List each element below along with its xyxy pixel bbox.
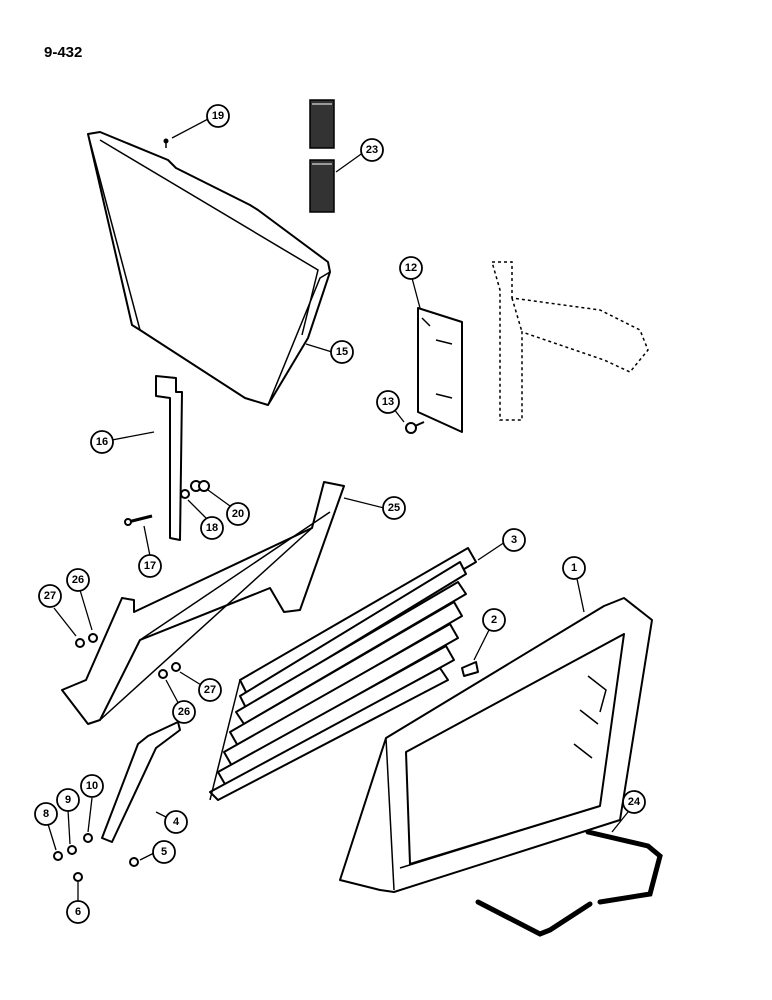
callout-26-left: 26 — [66, 568, 90, 592]
svg-text:24: 24 — [628, 796, 641, 808]
svg-text:2: 2 — [491, 614, 497, 626]
screw-19 — [163, 138, 169, 148]
page-number: 9-432 — [44, 44, 83, 61]
svg-text:27: 27 — [44, 590, 56, 602]
callout-1: 1 — [562, 556, 586, 580]
washer-26-left — [88, 633, 98, 643]
svg-text:1: 1 — [571, 562, 577, 574]
callout-3: 3 — [502, 528, 526, 552]
svg-text:10: 10 — [86, 780, 98, 792]
support-bar-16 — [155, 375, 183, 541]
svg-text:4: 4 — [173, 816, 180, 828]
svg-text:19: 19 — [212, 110, 224, 122]
svg-text:9: 9 — [65, 794, 71, 806]
bracket-4 — [101, 721, 181, 843]
callout-27-left: 27 — [38, 584, 62, 608]
svg-text:26: 26 — [178, 706, 190, 718]
foam-strip-set — [309, 99, 335, 213]
svg-text:12: 12 — [405, 262, 417, 274]
svg-text:26: 26 — [72, 574, 84, 586]
callout-25: 25 — [382, 496, 406, 520]
svg-text:16: 16 — [96, 436, 108, 448]
callout-12: 12 — [399, 256, 423, 280]
callout-17: 17 — [138, 554, 162, 578]
callout-19: 19 — [206, 104, 230, 128]
callout-23: 23 — [360, 138, 384, 162]
bolt-8 — [53, 851, 63, 861]
nut-6 — [73, 872, 83, 882]
callout-8: 8 — [34, 802, 58, 826]
svg-text:23: 23 — [366, 144, 378, 156]
seal-24 — [475, 829, 663, 937]
svg-text:20: 20 — [232, 508, 244, 520]
callout-10: 10 — [80, 774, 104, 798]
callout-6: 6 — [66, 900, 90, 924]
callout-2: 2 — [482, 608, 506, 632]
bolt-17 — [124, 514, 153, 526]
svg-text:15: 15 — [336, 346, 348, 358]
plate-12 — [417, 307, 463, 433]
washer-20 — [190, 480, 210, 492]
washer-10 — [83, 833, 93, 843]
callout-18: 18 — [200, 516, 224, 540]
support-frame-25 — [61, 481, 345, 725]
bolt-27-right — [171, 662, 181, 672]
callout-5: 5 — [152, 840, 176, 864]
callout-15: 15 — [330, 340, 354, 364]
svg-text:18: 18 — [206, 522, 218, 534]
svg-text:6: 6 — [75, 906, 81, 918]
hood-panel — [87, 131, 331, 406]
svg-text:5: 5 — [161, 846, 167, 858]
svg-text:8: 8 — [43, 808, 49, 820]
callout-13: 13 — [376, 390, 400, 414]
clip-2 — [461, 661, 479, 677]
svg-text:3: 3 — [511, 534, 517, 546]
grille-3 — [209, 547, 477, 801]
nut-18 — [180, 489, 190, 499]
callout-4: 4 — [164, 810, 188, 834]
reference-frame-dashed — [491, 261, 649, 421]
svg-text:25: 25 — [388, 502, 400, 514]
callout-27-right: 27 — [198, 678, 222, 702]
svg-text:27: 27 — [204, 684, 216, 696]
callout-20: 20 — [226, 502, 250, 526]
svg-text:17: 17 — [144, 560, 156, 572]
nut-5 — [129, 857, 139, 867]
callout-16: 16 — [90, 430, 114, 454]
callout-9: 9 — [56, 788, 80, 812]
svg-text:13: 13 — [382, 396, 394, 408]
grille-surround-1 — [339, 597, 653, 893]
bolt-13 — [405, 421, 425, 434]
callout-24: 24 — [622, 790, 646, 814]
washer-9 — [67, 845, 77, 855]
callout-26-right: 26 — [172, 700, 196, 724]
bolt-27-left — [75, 638, 85, 648]
washer-26-right — [158, 669, 168, 679]
